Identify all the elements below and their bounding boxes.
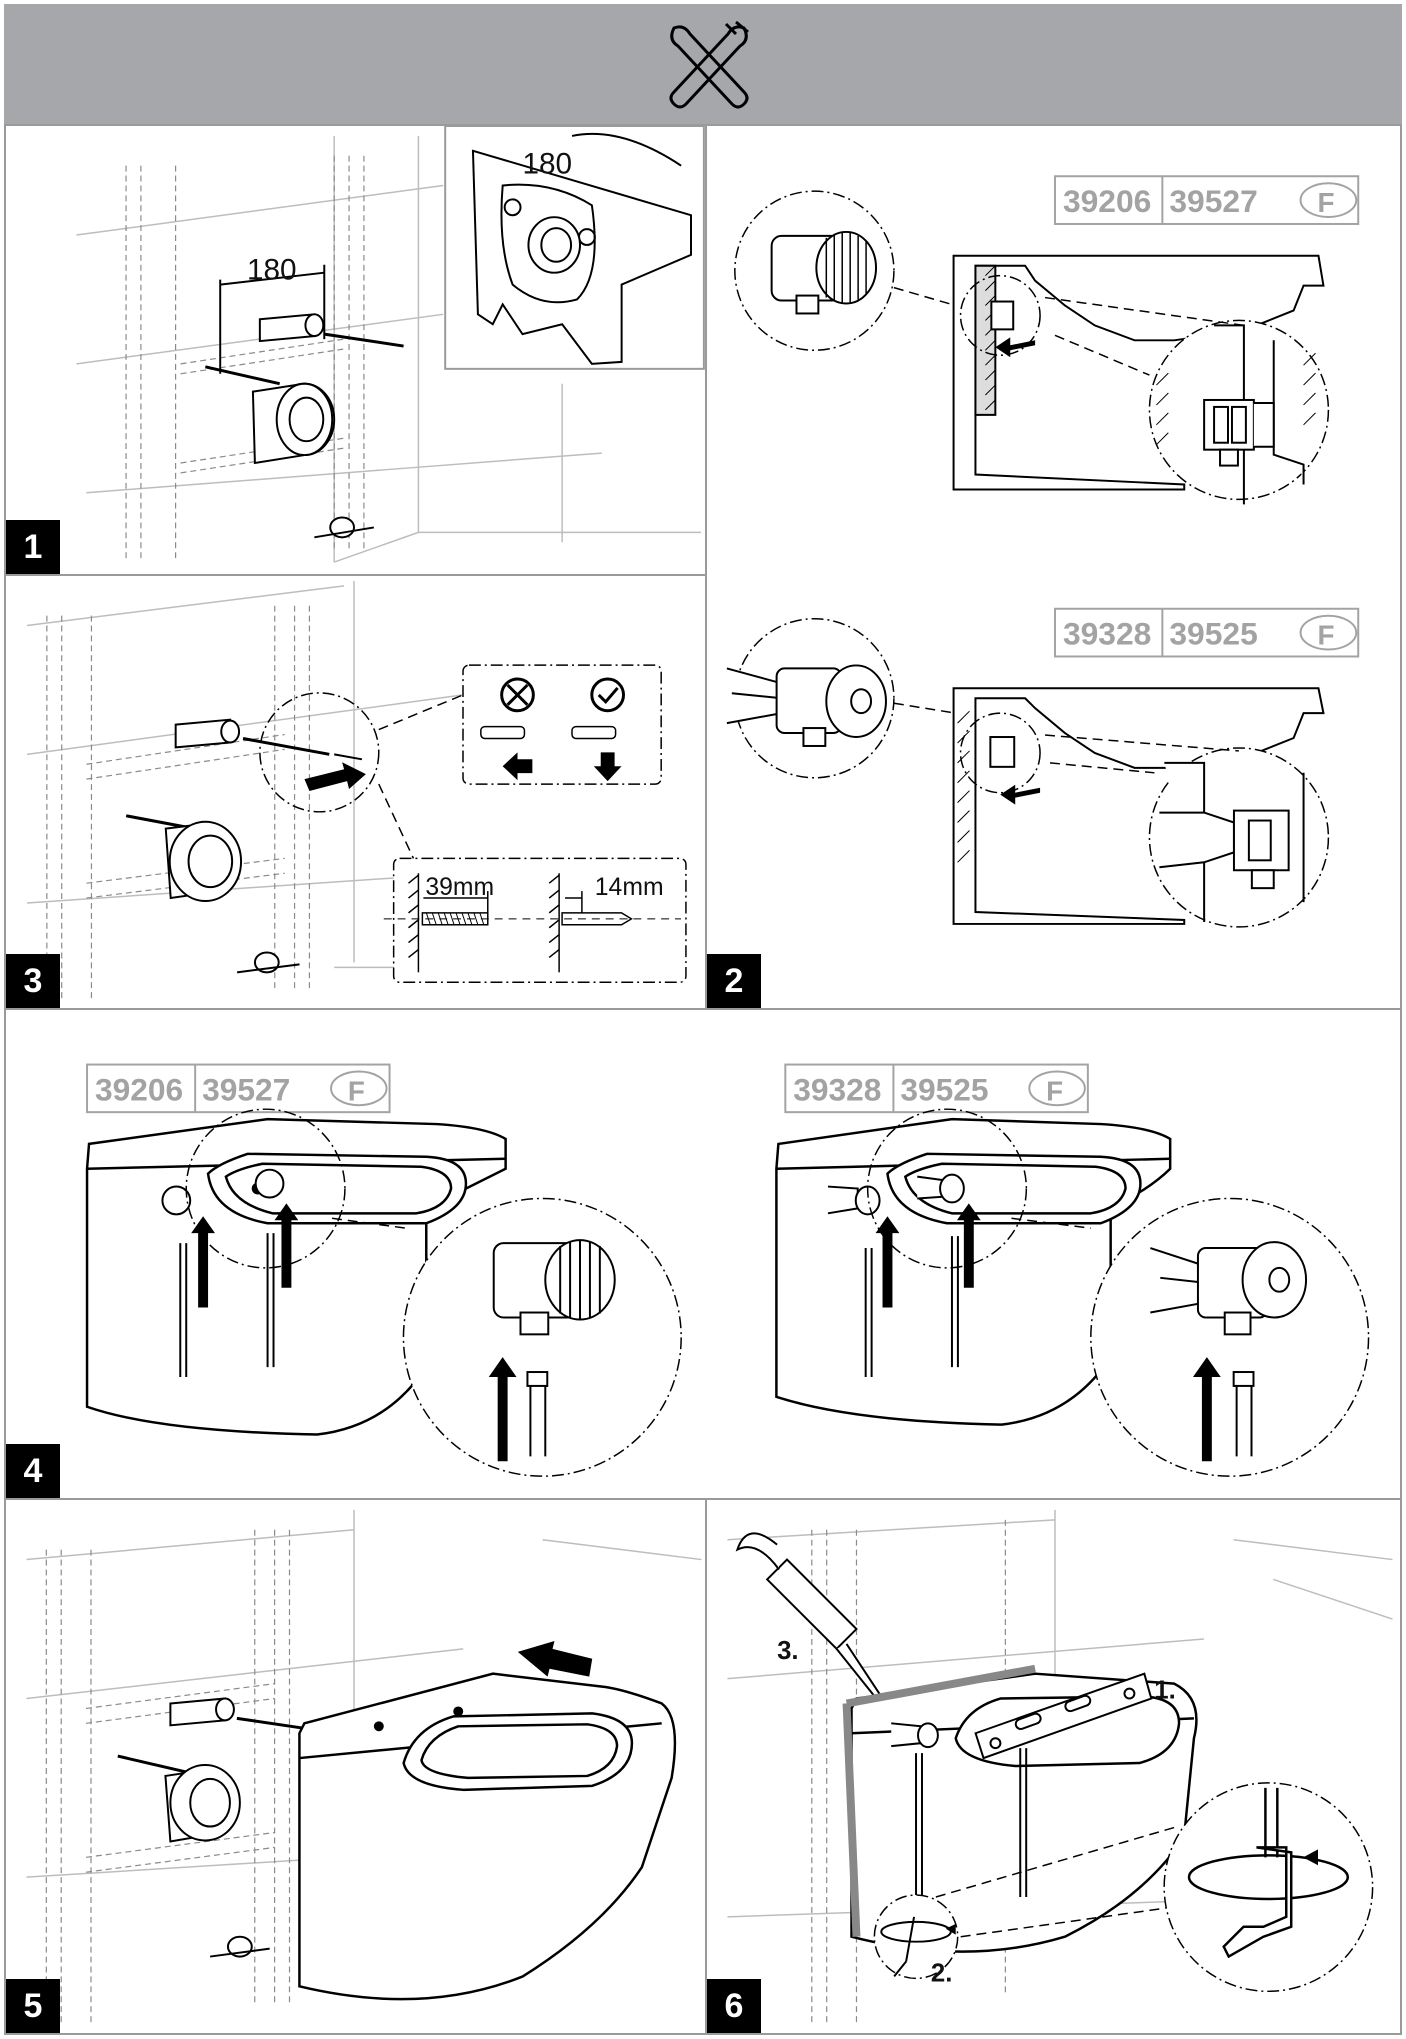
step-3-drawing: 39mm 14mm: [26, 580, 687, 1003]
model-code: F: [348, 1075, 365, 1106]
step-number: 4: [6, 1444, 60, 1498]
step-1-dimension-wall: 180: [247, 254, 297, 287]
step-2-model-label-a: 39206 39527 F: [1053, 175, 1360, 225]
step-6-panel: 3. 1.: [705, 1498, 1402, 2035]
model-code: 39206: [1063, 183, 1151, 219]
step-3-dimension-14mm: 14mm: [595, 874, 664, 901]
step-6-label-3: 3.: [777, 1637, 799, 1665]
model-code: 39527: [1169, 183, 1257, 219]
model-code: 39525: [900, 1071, 988, 1107]
step-3-dimension-39mm: 39mm: [425, 874, 494, 901]
step-4-model-label-a: 39206 39527 F: [86, 1063, 391, 1114]
step-number: 5: [6, 1979, 60, 2033]
model-code: 39527: [202, 1071, 290, 1107]
step-number: 6: [707, 1979, 761, 2033]
step-2-panel: 39206 39527 F: [705, 124, 1402, 1010]
step-3-panel: 39mm 14mm 3: [4, 574, 707, 1010]
step-number: 2: [707, 954, 761, 1008]
step-1-panel: 180 180 1: [4, 124, 707, 576]
step-2-drawing: 39206 39527 F: [726, 175, 1360, 928]
wrench-cross-icon: [669, 20, 749, 109]
model-code: 39525: [1169, 616, 1257, 652]
model-code: 39328: [793, 1071, 881, 1107]
header-bar: [4, 4, 1402, 124]
step-4-drawing: 39206 39527 F 39328 39525 F: [85, 1063, 1370, 1477]
model-code: 39206: [95, 1071, 183, 1107]
model-code: F: [1317, 620, 1334, 651]
step-6-label-1: 1.: [1154, 1677, 1176, 1705]
step-6-label-2: 2.: [931, 1959, 953, 1987]
model-code: 39328: [1063, 616, 1151, 652]
model-code: F: [1317, 187, 1334, 218]
step-number: 1: [6, 520, 60, 574]
step-1-dimension-inset: 180: [523, 148, 573, 181]
step-4-panel: 39206 39527 F 39328 39525 F: [4, 1008, 1402, 1500]
step-number: 3: [6, 954, 60, 1008]
model-code: F: [1046, 1075, 1063, 1106]
step-6-drawing: 3. 1.: [727, 1509, 1393, 2027]
step-5-drawing: [26, 1509, 702, 2027]
step-4-model-label-b: 39328 39525 F: [784, 1063, 1089, 1114]
step-5-panel: 5: [4, 1498, 707, 2035]
step-1-drawing: 180 180: [76, 126, 705, 563]
step-2-model-label-b: 39328 39525 F: [1053, 607, 1360, 658]
